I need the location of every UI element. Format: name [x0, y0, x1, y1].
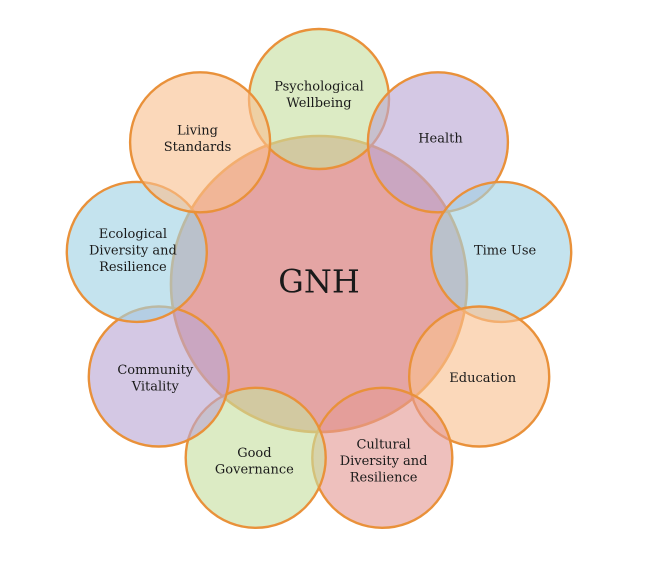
petal-label-line: Good	[237, 446, 271, 461]
petal-label-line: Resilience	[99, 260, 167, 275]
petal-circle-ecological-diversity-and-resilience	[65, 180, 209, 324]
petals-group	[65, 27, 573, 529]
petal-circle-living-standards	[128, 71, 272, 214]
petal-label-line: Vitality	[131, 379, 180, 394]
petal-label-line: Standards	[164, 140, 232, 155]
petal-label-time-use: Time Use	[474, 244, 537, 259]
petal-circle-health	[366, 71, 510, 214]
petal-label-line: Diversity and	[89, 244, 177, 259]
petal-label-line: Cultural	[356, 438, 410, 453]
petal-label-line: Psychological	[274, 79, 364, 94]
petal-label-line: Health	[418, 132, 463, 147]
center-label: GNH	[278, 263, 359, 301]
petal-label-line: Education	[449, 371, 516, 386]
petal-label-line: Living	[177, 124, 218, 139]
petal-label-line: Diversity and	[340, 454, 428, 469]
petal-label-line: Governance	[215, 462, 294, 477]
petal-circle-good-governance	[184, 386, 327, 529]
petal-label-health: Health	[418, 132, 463, 147]
petal-label-line: Community	[117, 363, 194, 378]
petal-label-line: Time Use	[474, 244, 537, 259]
petal-label-line: Wellbeing	[286, 96, 351, 111]
petal-label-line: Resilience	[350, 471, 418, 486]
petal-label-line: Ecological	[99, 227, 167, 242]
petal-circle-education	[408, 305, 551, 448]
petal-label-education: Education	[449, 371, 516, 386]
